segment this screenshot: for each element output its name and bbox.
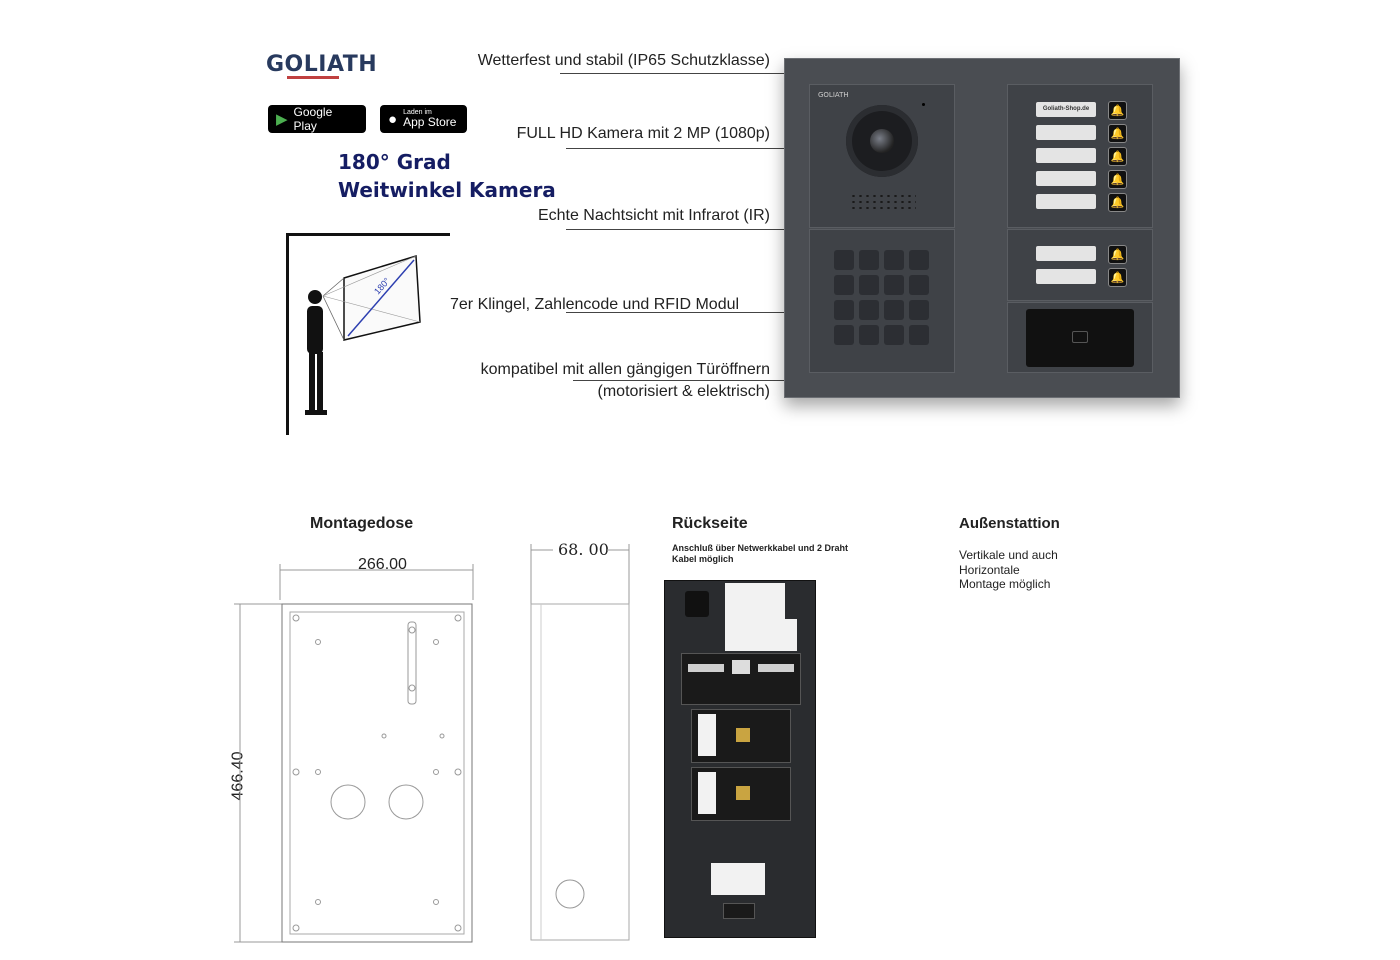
bell-icon[interactable]: 🔔 bbox=[1108, 101, 1127, 120]
callout-line bbox=[566, 148, 784, 149]
google-play-icon: ▶ bbox=[276, 111, 288, 128]
terminal-block bbox=[688, 664, 724, 672]
backside-photo bbox=[664, 580, 816, 938]
brand-logo: GOLIATH bbox=[266, 52, 378, 77]
bell-icon[interactable]: 🔔 bbox=[1108, 124, 1127, 143]
mounting-line1: Vertikale und auch bbox=[959, 548, 1058, 562]
person-silhouette bbox=[305, 290, 327, 415]
app-store-label: App Store bbox=[403, 115, 457, 129]
headline: 180° Grad Weitwinkel Kamera bbox=[338, 148, 556, 204]
nameplate: Goliath-Shop.de bbox=[1036, 102, 1096, 117]
width-dimension: 266.00 bbox=[358, 556, 407, 573]
callout-line bbox=[566, 229, 784, 230]
keypad-key[interactable] bbox=[884, 250, 904, 270]
side-profile-drawing bbox=[530, 544, 630, 941]
nameplate bbox=[1036, 194, 1096, 209]
rueckseite-note: Anschluß über Netwerkkabel und 2 Draht K… bbox=[672, 543, 849, 564]
keypad-key[interactable] bbox=[834, 300, 854, 320]
callout-line bbox=[566, 312, 784, 313]
app-store-top: Laden im bbox=[403, 109, 432, 116]
keypad-key[interactable] bbox=[909, 275, 929, 295]
app-store-badge[interactable]: ● Laden im App Store bbox=[380, 105, 467, 133]
feature-night-vision: Echte Nachtsicht mit Infrarot (IR) bbox=[537, 207, 770, 224]
logo-underline bbox=[287, 76, 339, 79]
bell-module-lower: 🔔 🔔 bbox=[1007, 229, 1153, 301]
rj45-label bbox=[725, 619, 797, 651]
module-label bbox=[698, 772, 716, 814]
keypad-key[interactable] bbox=[909, 250, 929, 270]
connector-pins bbox=[736, 728, 750, 742]
wall-diagram bbox=[286, 233, 450, 435]
module-connector bbox=[691, 709, 791, 763]
lens-glass bbox=[870, 129, 894, 153]
keypad-key[interactable] bbox=[884, 275, 904, 295]
aussenstation-title: Außenstattion bbox=[959, 515, 1060, 532]
callout-line bbox=[560, 73, 784, 74]
keypad-key[interactable] bbox=[834, 250, 854, 270]
mounting-line3: Montage möglich bbox=[959, 577, 1051, 591]
module-connector bbox=[691, 767, 791, 821]
rueckseite-title: Rückseite bbox=[672, 515, 748, 532]
tamper-switch bbox=[685, 591, 709, 617]
headline-line2: Weitwinkel Kamera bbox=[338, 178, 556, 202]
bell-icon[interactable]: 🔔 bbox=[1108, 245, 1127, 264]
keypad-key[interactable] bbox=[909, 300, 929, 320]
google-play-badge[interactable]: ▶ Google Play bbox=[268, 105, 366, 133]
keypad-key[interactable] bbox=[859, 300, 879, 320]
feature-camera: FULL HD Kamera mit 2 MP (1080p) bbox=[516, 125, 770, 142]
camera-lens bbox=[846, 105, 918, 177]
bell-icon[interactable]: 🔔 bbox=[1108, 147, 1127, 166]
feature-compat: kompatibel mit allen gängigen Türöffnern bbox=[480, 361, 770, 378]
speaker-grille bbox=[850, 193, 916, 211]
feature-weatherproof: Wetterfest und stabil (IP65 Schutzklasse… bbox=[477, 52, 770, 69]
keypad-key[interactable] bbox=[834, 325, 854, 345]
module-connector bbox=[723, 903, 755, 919]
viewing-angle-diagram: 180° bbox=[305, 255, 421, 415]
feature-compat-sub: (motorisiert & elektrisch) bbox=[597, 383, 770, 400]
feature-modules: 7er Klingel, Zahlencode und RFID Modul bbox=[450, 296, 740, 313]
bell-icon[interactable]: 🔔 bbox=[1108, 170, 1127, 189]
terminal-block bbox=[758, 664, 794, 672]
mounting-line2: Horizontale bbox=[959, 562, 1020, 577]
module-logo: GOLIATH bbox=[818, 91, 849, 99]
keypad-key[interactable] bbox=[884, 300, 904, 320]
headline-line1: 180° Grad bbox=[338, 150, 451, 174]
keypad-key[interactable] bbox=[859, 250, 879, 270]
keypad-key[interactable] bbox=[909, 325, 929, 345]
keypad-key[interactable] bbox=[834, 275, 854, 295]
apple-icon: ● bbox=[388, 110, 398, 128]
nameplate bbox=[1036, 171, 1096, 186]
intercom-panel: GOLIATH Goliath-Shop.de 🔔 🔔 🔔 🔔 🔔 🔔 🔔 bbox=[784, 58, 1180, 398]
keypad-key[interactable] bbox=[859, 325, 879, 345]
rfid-module bbox=[1007, 302, 1153, 373]
camera-module: GOLIATH bbox=[809, 84, 955, 228]
nameplate bbox=[1036, 269, 1096, 284]
rj45-port bbox=[732, 660, 750, 674]
bell-icon[interactable]: 🔔 bbox=[1108, 193, 1127, 212]
module-label bbox=[698, 714, 716, 756]
rfid-reader[interactable] bbox=[1026, 309, 1134, 367]
rfid-card-icon bbox=[1072, 331, 1088, 343]
depth-dimension: 68. 00 bbox=[558, 540, 609, 559]
keypad-module bbox=[809, 229, 955, 373]
google-play-label: Google Play bbox=[293, 105, 333, 133]
keypad-key[interactable] bbox=[884, 325, 904, 345]
bell-icon[interactable]: 🔔 bbox=[1108, 268, 1127, 287]
bell-module-upper: Goliath-Shop.de 🔔 🔔 🔔 🔔 🔔 bbox=[1007, 84, 1153, 228]
aussenstation-text: Vertikale und auch Horizontale Montage m… bbox=[959, 548, 1058, 592]
mounting-box-drawing bbox=[234, 564, 474, 943]
callout-line bbox=[573, 380, 784, 381]
nameplate bbox=[1036, 125, 1096, 140]
keypad bbox=[834, 250, 929, 345]
keypad-key[interactable] bbox=[859, 275, 879, 295]
network-board bbox=[681, 653, 801, 705]
montagedose-title: Montagedose bbox=[310, 515, 414, 532]
ir-sensor bbox=[922, 103, 925, 106]
module-label bbox=[711, 863, 765, 895]
connector-pins bbox=[736, 786, 750, 800]
nameplate bbox=[1036, 148, 1096, 163]
nameplate bbox=[1036, 246, 1096, 261]
